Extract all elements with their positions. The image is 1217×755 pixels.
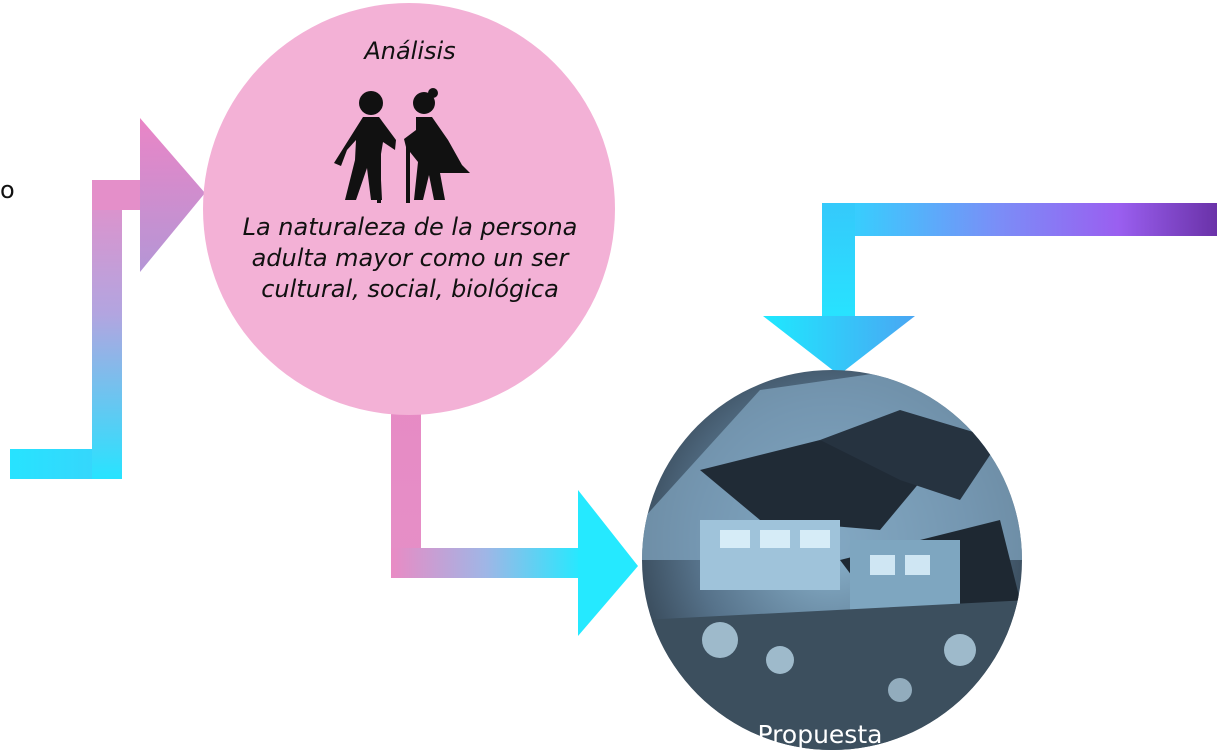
analysis-description: La naturaleza de la persona adulta mayor… bbox=[242, 213, 578, 303]
proposal-node bbox=[642, 370, 1022, 750]
left-arrow-elbow bbox=[92, 180, 144, 210]
proposal-label: Propuesta bbox=[757, 720, 883, 749]
left-arrow-shaft bbox=[92, 180, 122, 479]
left-flow-arrow bbox=[10, 118, 205, 479]
analysis-node bbox=[203, 3, 615, 415]
middle-flow-arrow bbox=[391, 378, 638, 636]
left-arrow-head bbox=[140, 118, 205, 272]
elderly-couple-icon bbox=[334, 88, 470, 203]
middle-arrow-base bbox=[391, 548, 581, 578]
analysis-title: Análisis bbox=[364, 37, 456, 65]
top-flow-arrow bbox=[763, 203, 1217, 375]
analysis-circle bbox=[203, 3, 615, 415]
edge-text-fragment: o bbox=[0, 176, 15, 204]
top-arrow-shaft bbox=[822, 203, 1217, 236]
top-arrow-drop bbox=[822, 203, 855, 318]
top-arrow-head bbox=[763, 316, 915, 375]
middle-arrow-head bbox=[578, 490, 638, 636]
building-render-image bbox=[642, 370, 1022, 750]
